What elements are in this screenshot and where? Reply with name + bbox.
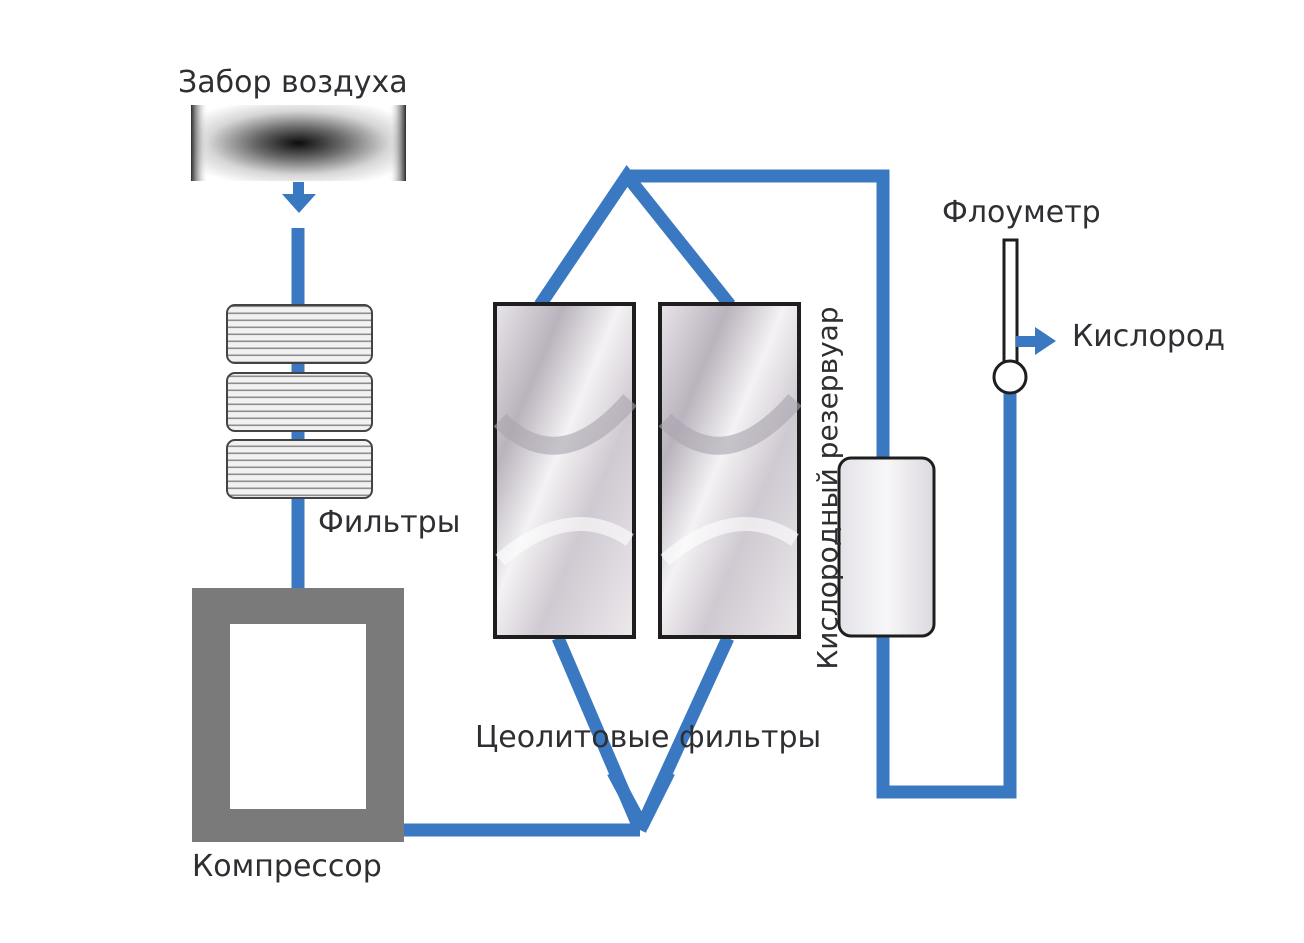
zeolite-filters-label: Цеолитовые фильтры [475,720,822,755]
compressor-label: Компрессор [192,849,382,884]
oxygen-reservoir-label: Кислородный резервуар [811,306,844,670]
oxygen-reservoir [837,456,936,638]
intake-arrow-icon [282,182,316,213]
zeolite-column-right [658,302,802,639]
filter-cartridge [226,304,373,364]
air-intake-label: Забор воздуха [178,65,408,100]
compressor [192,588,404,842]
oxygen-output-arrow-icon [1016,327,1056,355]
filter-cartridge [226,372,373,432]
flowmeter-label: Флоуметр [942,195,1101,230]
pipes [291,165,1017,837]
lower-vee-right [636,769,675,829]
reservoir-return-pipe [876,380,1017,799]
lower-vee-left [607,768,648,830]
top-outlet-pipe [627,169,890,462]
oxygen-label: Кислород [1072,319,1225,354]
filter-stack [226,304,373,499]
air-intake [191,105,406,181]
filter-cartridge [226,439,373,499]
upper-manifold-pipe [534,165,736,310]
flowmeter [992,238,1028,395]
filters-label: Фильтры [318,505,461,540]
zeolite-column-left [493,302,637,639]
